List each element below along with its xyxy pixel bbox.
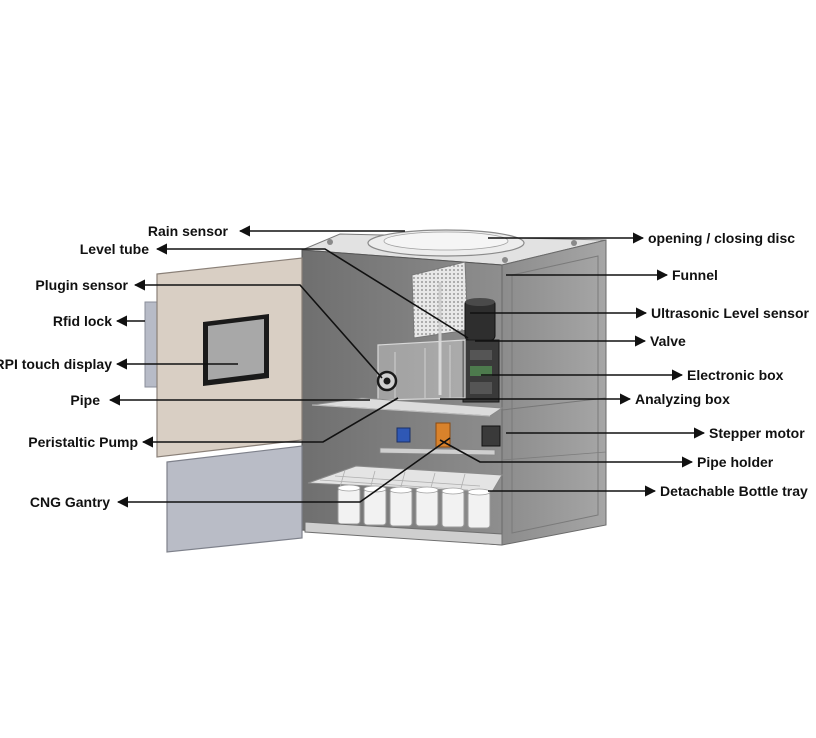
label-valve: Valve [650,333,686,349]
bottle-row [337,487,491,529]
analyzing-box-frame [377,339,466,401]
callout-labels: Rain sensor Level tube Plugin sensor Rfi… [0,223,810,510]
label-level-tube: Level tube [80,241,149,257]
label-opening-closing-disc: opening / closing disc [648,230,795,246]
label-funnel: Funnel [672,267,718,283]
label-ultrasonic-level-sensor: Ultrasonic Level sensor [651,305,810,321]
label-rain-sensor: Rain sensor [148,223,229,239]
peristaltic-pump-body [396,427,411,443]
label-electronic-box: Electronic box [687,367,784,383]
label-plugin-sensor: Plugin sensor [35,277,128,293]
cabinet-right-panel [501,239,607,546]
label-rpi-touch-display: RPI touch display [0,356,112,372]
label-pipe: Pipe [70,392,100,408]
label-stepper-motor: Stepper motor [709,425,805,441]
label-pipe-holder: Pipe holder [697,454,774,470]
leader-lines [108,225,706,508]
lower-door [166,445,303,553]
label-rfid-lock: Rfid lock [53,313,112,329]
cabinet-floor [304,521,503,546]
label-peristaltic-pump: Peristaltic Pump [28,434,138,450]
label-cng-gantry: CNG Gantry [30,494,110,510]
label-detachable-bottle-tray: Detachable Bottle tray [660,483,808,499]
cabinet-illustration [144,229,607,553]
stepper-motor [481,425,501,447]
label-analyzing-box: Analyzing box [635,391,730,407]
